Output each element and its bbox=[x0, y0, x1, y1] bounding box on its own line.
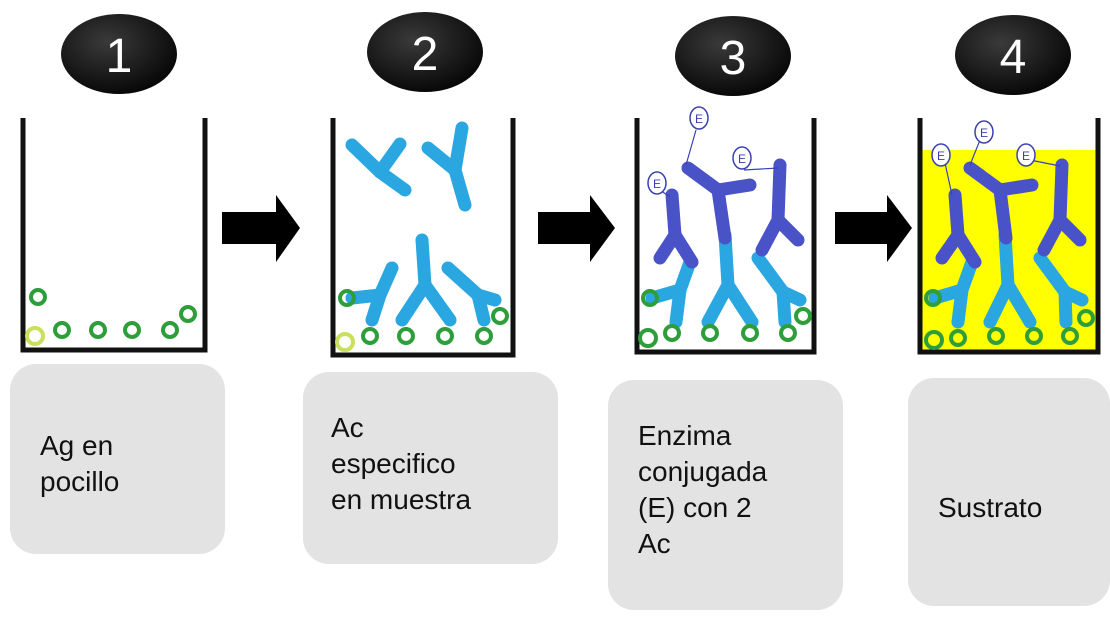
well-2 bbox=[330, 118, 516, 358]
svg-text:E: E bbox=[738, 152, 746, 166]
conjugate-antibody bbox=[653, 158, 805, 269]
well-3: E E E bbox=[634, 106, 817, 355]
antigen-beads bbox=[25, 288, 197, 346]
enzyme-icon: E E E bbox=[647, 106, 752, 195]
label-line: pocillo bbox=[40, 466, 120, 497]
enzyme-tags bbox=[944, 139, 1061, 196]
label-line: conjugada bbox=[638, 456, 768, 487]
label-line: en muestra bbox=[331, 484, 472, 515]
label-line: especifico bbox=[331, 448, 456, 479]
label-line: Ac bbox=[331, 412, 364, 443]
step-number: 1 bbox=[106, 30, 133, 83]
antigen-beads bbox=[924, 289, 1095, 350]
svg-text:E: E bbox=[937, 149, 945, 163]
step-badge-1: 1 bbox=[61, 14, 177, 94]
step-3-label: Enzima conjugada (E) con 2 Ac bbox=[608, 380, 843, 610]
svg-text:E: E bbox=[1022, 149, 1030, 163]
label-line: Sustrato bbox=[938, 492, 1043, 523]
antigen-beads bbox=[638, 289, 812, 348]
label-line: (E) con 2 bbox=[638, 492, 752, 523]
specific-antibody-bound bbox=[345, 233, 502, 327]
specific-antibody-bound bbox=[928, 228, 1089, 329]
step-2-label: Ac especifico en muestra bbox=[303, 372, 558, 564]
antigen-beads bbox=[335, 289, 509, 352]
arrow-1-to-2 bbox=[222, 195, 300, 262]
enzyme-icon: E E E bbox=[931, 120, 1036, 167]
step-badge-3: 3 bbox=[675, 16, 791, 96]
svg-text:E: E bbox=[980, 126, 988, 140]
svg-text:E: E bbox=[653, 177, 661, 191]
arrow-3-to-4 bbox=[835, 195, 912, 262]
arrow-2-to-3 bbox=[538, 195, 615, 262]
specific-antibody-floating bbox=[345, 121, 472, 212]
svg-text:E: E bbox=[695, 112, 703, 126]
step-badge-2: 2 bbox=[367, 12, 483, 92]
step-number: 4 bbox=[1000, 31, 1027, 84]
step-1-label: Ag en pocillo bbox=[10, 364, 225, 554]
well-1 bbox=[20, 118, 208, 353]
step-badge-4: 4 bbox=[955, 15, 1071, 95]
label-line: Enzima bbox=[638, 420, 732, 451]
step-number: 3 bbox=[720, 32, 747, 85]
conjugate-antibody bbox=[935, 158, 1087, 269]
step-number: 2 bbox=[412, 28, 439, 81]
step-4-label: Sustrato bbox=[908, 378, 1110, 606]
label-line: Ac bbox=[638, 528, 671, 559]
label-line: Ag en bbox=[40, 430, 114, 461]
well-4: E E E bbox=[917, 118, 1101, 355]
